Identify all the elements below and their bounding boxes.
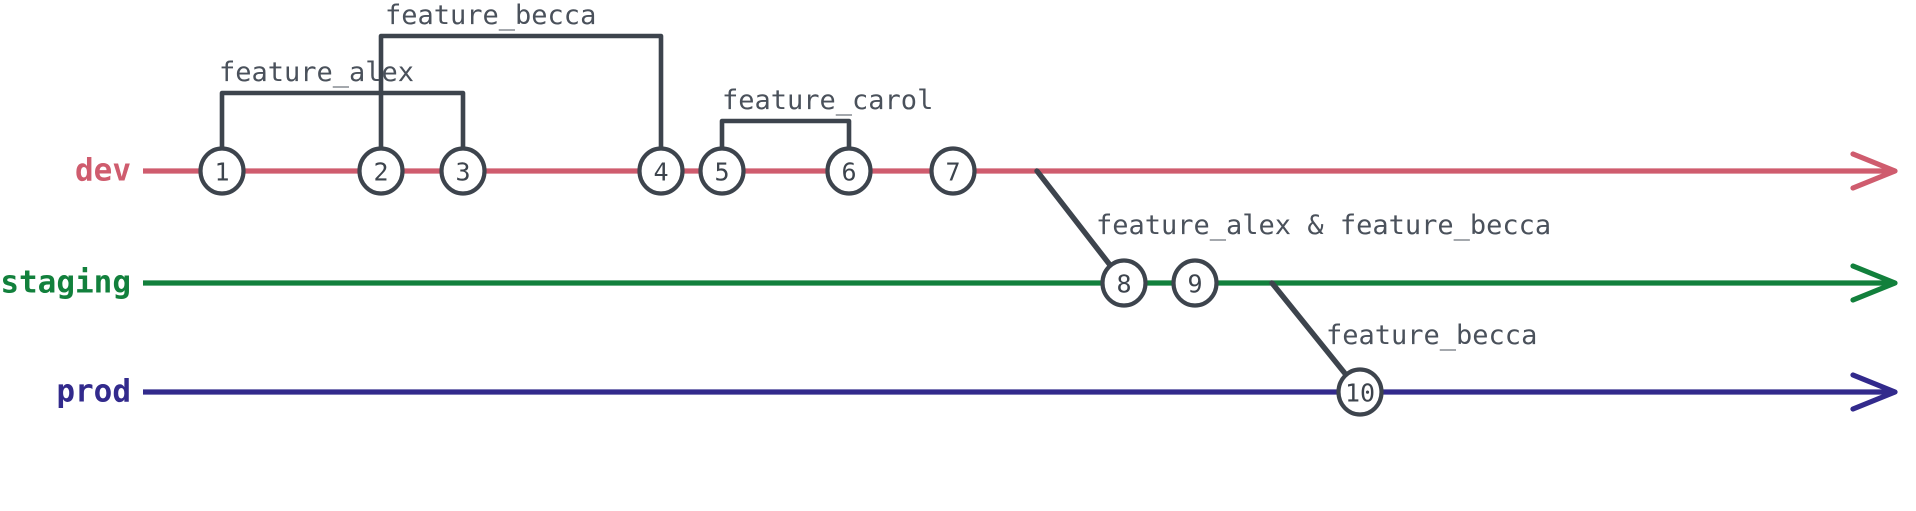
lane-staging: staging (0, 263, 1898, 303)
branch-label-prod: prod (56, 374, 131, 410)
commit-node-1[interactable]: 1 (198, 146, 246, 196)
commit-number-10: 10 (1345, 379, 1375, 408)
commit-node-6[interactable]: 6 (825, 146, 873, 196)
commit-number-5: 5 (714, 158, 729, 187)
merge-dev-to-staging: feature_alex & feature_becca (1034, 168, 1551, 270)
bracket-path-feature_carol (719, 118, 852, 153)
commit-number-1: 1 (214, 158, 229, 187)
merge-staging-to-prod-line (1269, 280, 1350, 379)
commit-circle-3[interactable] (439, 146, 487, 196)
commit-number-8: 8 (1116, 270, 1131, 299)
merge-staging-to-prod-label: feature_becca (1326, 320, 1537, 351)
lane-dev: dev (75, 151, 1898, 191)
commit-circle-5[interactable] (698, 146, 746, 196)
commit-node-5[interactable]: 5 (698, 146, 746, 196)
merges-layer: feature_alex & feature_becca feature_becc… (1034, 168, 1551, 379)
arrow-head-icon-prod (1850, 372, 1898, 412)
commit-circle-10[interactable] (1336, 367, 1384, 417)
commit-number-7: 7 (945, 158, 960, 187)
commit-number-2: 2 (373, 158, 388, 187)
bracket-path-feature_alex (219, 90, 466, 153)
nodes-layer: 1 2 3 4 5 6 7 8 9 10 (198, 146, 1384, 417)
lanes-layer: dev staging prod (0, 151, 1898, 412)
commit-node-9[interactable]: 9 (1171, 258, 1219, 308)
feature-bracket-feature_becca: feature_becca (378, 0, 664, 153)
lane-prod: prod (56, 372, 1898, 412)
commit-node-7[interactable]: 7 (929, 146, 977, 196)
branch-label-staging: staging (0, 265, 131, 301)
branch-label-dev: dev (75, 153, 131, 189)
arrow-head-icon-staging (1850, 263, 1898, 303)
commit-number-9: 9 (1187, 270, 1202, 299)
feature-label-feature_carol: feature_carol (722, 85, 933, 116)
commit-number-3: 3 (455, 158, 470, 187)
merge-dev-to-staging-line (1034, 168, 1114, 270)
feature-label-feature_becca: feature_becca (385, 0, 596, 31)
commit-circle-6[interactable] (825, 146, 873, 196)
commit-node-4[interactable]: 4 (637, 146, 685, 196)
merge-staging-to-prod: feature_becca (1269, 280, 1537, 379)
commit-circle-1[interactable] (198, 146, 246, 196)
commit-circle-4[interactable] (637, 146, 685, 196)
commit-node-2[interactable]: 2 (357, 146, 405, 196)
commit-circle-9[interactable] (1171, 258, 1219, 308)
commit-circle-8[interactable] (1100, 258, 1148, 308)
merge-dev-to-staging-label: feature_alex & feature_becca (1096, 210, 1551, 241)
feature-bracket-feature_alex: feature_alex (219, 57, 466, 153)
commit-node-8[interactable]: 8 (1100, 258, 1148, 308)
arrow-head-icon-dev (1850, 151, 1898, 191)
brackets-layer: feature_alex feature_becca feature_carol (219, 0, 933, 153)
bracket-path-feature_becca (378, 33, 664, 153)
commit-number-6: 6 (841, 158, 856, 187)
commit-circle-7[interactable] (929, 146, 977, 196)
feature-label-feature_alex: feature_alex (219, 57, 414, 88)
commit-node-10[interactable]: 10 (1336, 367, 1384, 417)
commit-number-4: 4 (653, 158, 668, 187)
commit-circle-2[interactable] (357, 146, 405, 196)
feature-bracket-feature_carol: feature_carol (719, 85, 933, 153)
commit-node-3[interactable]: 3 (439, 146, 487, 196)
